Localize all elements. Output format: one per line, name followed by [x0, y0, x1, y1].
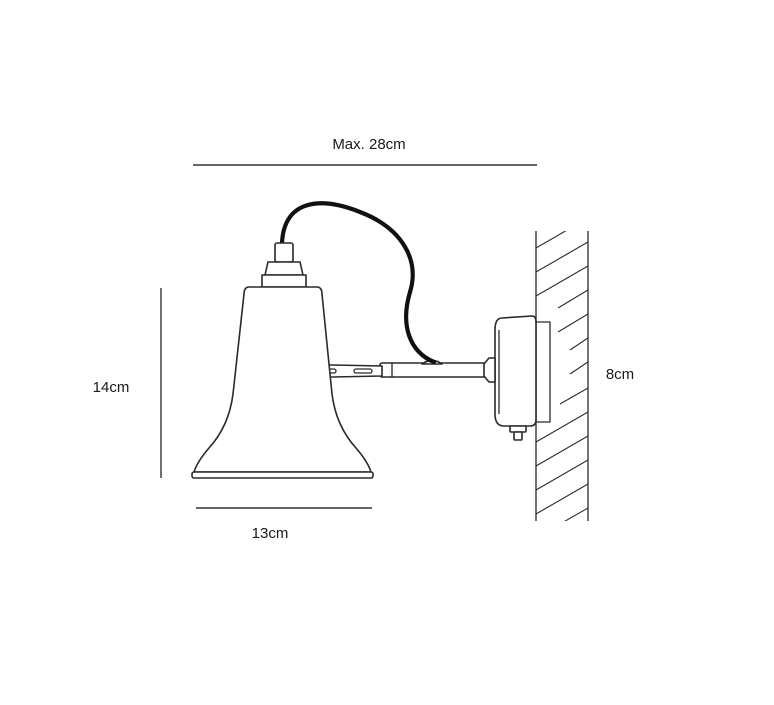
shade-body [193, 286, 372, 473]
shade-cap-top [274, 242, 294, 263]
switch-button [513, 431, 523, 441]
shade-rim [191, 471, 374, 479]
wall-section [535, 231, 589, 521]
power-cable [279, 201, 437, 365]
switch-knob [509, 425, 527, 433]
lamp-shade [191, 242, 374, 479]
shade-cap-collar [264, 261, 304, 276]
wall-mount-backplate [494, 315, 537, 441]
shade-width-label: 13cm [252, 525, 289, 542]
shade-cap-ring [261, 274, 307, 288]
height-label: 14cm [93, 379, 130, 396]
wall-hatching [536, 231, 588, 521]
backplate-height-label: 8cm [606, 366, 634, 383]
wall-recess [536, 321, 551, 423]
max-length-label: Max. 28cm [332, 136, 405, 153]
